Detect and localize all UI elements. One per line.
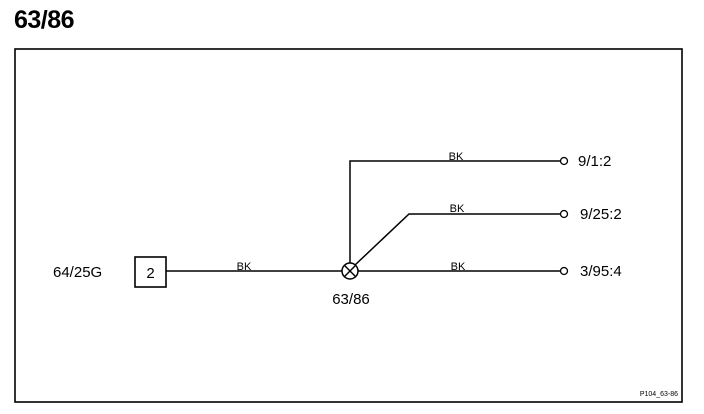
connector-label: 64/25G [53, 264, 102, 281]
page-title: 63/86 [14, 6, 75, 34]
wire-branch-1 [349, 160, 560, 263]
reference-code: P104_63-86 [640, 391, 678, 398]
diagram-frame [14, 48, 683, 403]
wire-color-label-4: BK [451, 261, 466, 273]
connector-pin-number: 2 [146, 265, 154, 282]
destination-label-3: 3/95:4 [580, 263, 622, 280]
destination-label-1: 9/1:2 [578, 153, 611, 170]
wire-branch-2 [354, 213, 560, 266]
wire-color-label-3: BK [450, 203, 465, 215]
wire-color-label-2: BK [449, 151, 464, 163]
terminal-2 [559, 209, 569, 219]
terminal-1 [559, 156, 569, 166]
wire-color-label-1: BK [237, 261, 252, 273]
splice-label: 63/86 [332, 291, 370, 308]
connector-pin-box [134, 256, 167, 288]
destination-label-2: 9/25:2 [580, 206, 622, 223]
terminal-3 [559, 266, 569, 276]
splice-icon [341, 262, 359, 280]
